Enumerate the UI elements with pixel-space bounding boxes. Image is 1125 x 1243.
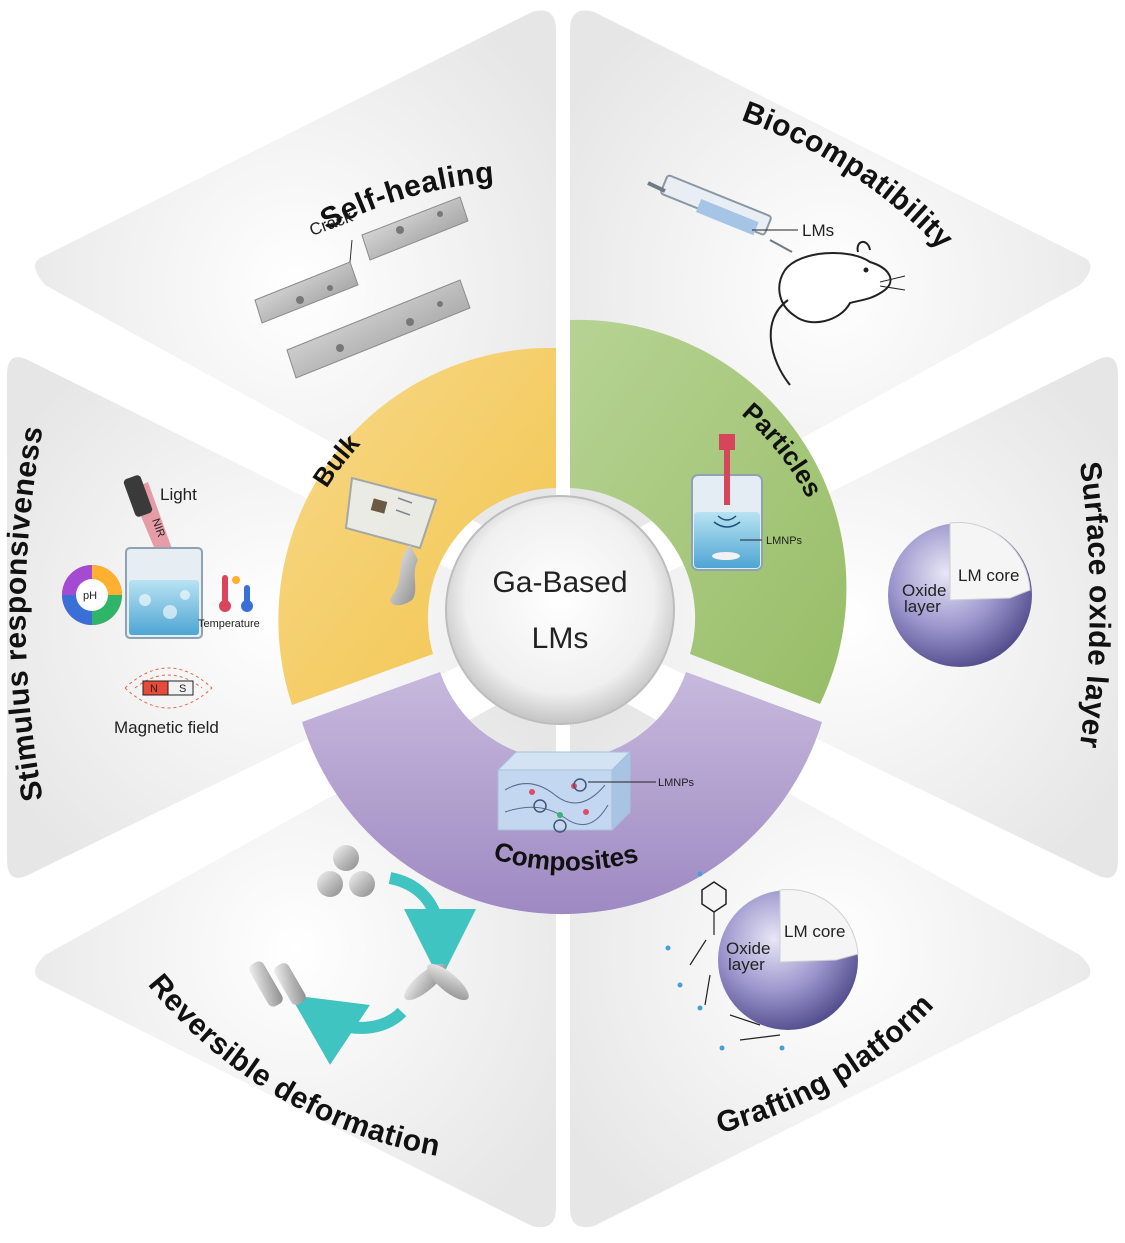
grafting-oxide-line2: layer: [728, 955, 765, 974]
particles-lmnps-label: LMNPs: [766, 535, 803, 547]
center-circle: [446, 496, 674, 724]
composites-lmnps-label: LMNPs: [658, 777, 695, 789]
magnetic-field-label: Magnetic field: [114, 718, 219, 737]
ph-label: pH: [83, 590, 97, 602]
surface-oxide-line2: layer: [904, 597, 941, 616]
magnet-n-label: N: [150, 683, 158, 695]
center-line2: LMs: [532, 622, 589, 655]
surface-core-label: LM core: [958, 566, 1019, 585]
center-line1: Ga-Based: [492, 566, 627, 599]
lms-label: LMs: [802, 221, 834, 240]
temperature-label: Temperature: [198, 618, 260, 630]
magnet-s-label: S: [179, 683, 186, 695]
light-label: Light: [160, 485, 197, 504]
grafting-core-label: LM core: [784, 922, 845, 941]
